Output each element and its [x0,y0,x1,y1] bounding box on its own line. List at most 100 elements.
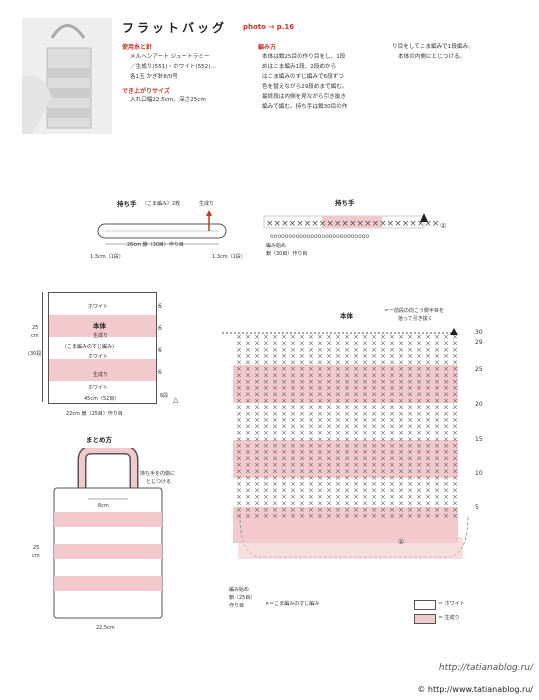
side-triangle: △ [173,396,179,404]
method-heading: 編み方 [258,44,277,51]
stitch-row: ××××××××××××××××××××××××× [236,493,458,501]
stitch-row: ××××××××××××××××××××××××× [236,339,458,347]
assembly-illustration [53,448,163,619]
handle1-diagram [97,210,227,245]
stitch-row: ××××××××××××××××××××××××× [236,429,458,437]
legend-natural: ＝ 生成り [438,615,460,621]
band-stitch-note: (こま編みのすじ編み) [65,344,114,350]
row-label-25: 25 [475,366,483,373]
step-count-1: 6 [158,303,162,310]
chart-start-3: 作り目 [229,603,245,609]
svg-text:ooooooooooooooooooooooooooo: ooooooooooooooooooooooooooo [270,233,369,240]
row-label-30: 30 [475,329,483,336]
step-count-4: 6 [158,369,162,376]
legend-natural-swatch [414,614,436,624]
page-title: フラットバッグ [122,21,228,35]
materials-heading: 使用糸と針 [122,44,153,51]
band-natural-1: 生成り [93,333,109,339]
chart-note-2: 拾って引き抜く [398,316,433,322]
chart-start-2: 鎖（25目） [229,595,256,601]
side-row-label: 6段 [160,393,169,399]
legend-white: ＝ ホワイト [438,601,465,607]
stitch-row: ××××××××××××××××××××××××× [236,474,458,482]
stitch-row: ××××××××××××××××××××××××× [236,403,458,411]
stitch-row: ××××××××××××××××××××××××× [236,359,458,367]
stitch-row: ××××××××××××××××××××××××× [236,352,458,360]
row-label-1: ① [398,538,405,546]
step-count-3: 6 [158,347,162,354]
size-line: 入れ口幅22.5cm、深さ25cm [130,97,206,103]
stitch-row: ××××××××××××××××××××××××× [236,365,458,373]
body-height-unit: cm [31,333,39,339]
band-white-2: ホワイト [88,354,109,360]
stitch-row: ××××××××××××××××××××××××× [236,333,458,341]
band-natural-2: 生成り [93,372,109,378]
stitch-row: ××××××××××××××××××××××××× [236,512,458,520]
bag-photo-illustration [22,18,112,134]
body-rows-label: (30段) [28,351,44,357]
handle2-start-sub: 鎖（30目）作り目 [266,251,308,257]
chart-title: 本体 [340,312,353,320]
stitch-row: ××××××××××××××××××××××××× [236,384,458,392]
stitch-row: ××××××××××××××××××××××××× [236,391,458,399]
svg-text:×××××××××××××××××××××××: ××××××××××××××××××××××× [266,219,439,229]
stitch-row: ××××××××××××××××××××××××× [236,487,458,495]
stitch-row: ××××××××××××××××××××××××× [236,371,458,379]
stitch-row: ××××××××××××××××××××××××× [236,455,458,463]
handle2-chart: ××××××××××××××××××××××× oooooooooooooooo… [263,213,439,240]
stitch-row: ××××××××××××××××××××××××× [236,346,458,354]
stitch-row: ××××××××××××××××××××××××× [236,506,458,514]
stitch-row: ××××××××××××××××××××××××× [236,435,458,443]
method-line-6: 編みで編む。持ち手は鎖30目の作 [262,104,348,110]
stitch-row: ××××××××××××××××××××××××× [236,416,458,424]
stitch-row: ××××××××××××××××××××××××× [236,448,458,456]
assembly-note-1: 持ち手を内側に [140,471,176,477]
step-count-2: 6 [158,325,162,332]
body-stripe-diagram [48,292,157,404]
footer-url-2[interactable]: © http://www.tatianablog.ru/ [417,685,533,694]
band-body: 本体 [93,322,106,330]
chart-band-natural-1 [233,365,458,403]
assembly-note-2: とじつける [146,479,172,485]
method-line-2: めはこま編み1段、2段めから [262,64,337,70]
stitch-row: ××××××××××××××××××××××××× [236,410,458,418]
stitch-row: ××××××××××××××××××××××××× [236,480,458,488]
row-label-5: 5 [475,504,479,511]
assembly-width: 22.5cm [96,625,115,631]
handle1-sub: （こま編み）2枚 [142,201,181,207]
handle1-width-label: 26cm 鎖（30目）作り目 [127,242,184,248]
legend-stitch: ×＝こま編みのすじ編み [265,601,320,607]
stitch-row: ××××××××××××××××××××××××× [236,378,458,386]
photo-ref: photo → p.16 [243,23,295,31]
handle2-start-label: 編み始め [266,243,287,249]
row-label-10: 10 [475,470,483,477]
method-line-8: 本体の内側にとじつける。 [398,54,466,60]
handle1-title: 持ち手 [117,200,137,208]
handle1-left-label: 1.3cm（1段） [90,254,124,260]
handle2-row-num: ① [440,222,447,230]
legend-white-swatch [414,600,436,610]
crochet-chart: ××××××××××××××××××××××××××××××××××××××××… [222,328,469,559]
handle2-title: 持ち手 [335,199,355,207]
handle1-right-label: 1.3cm（1段） [212,254,246,260]
size-heading: でき上がりサイズ [122,88,170,95]
body-base-label: 22cm 鎖（25目）作り目 [66,411,123,417]
assembly-height: 25 [33,545,40,551]
handle1-color: 生成り [199,201,215,207]
chart-start-1: 編み始め [229,587,250,593]
assembly-handle-width: 6cm [98,503,109,509]
chart-band-natural-2 [233,440,458,478]
height-dim-line [42,292,43,402]
method-line-7: り目をしてこま編みで1段編み、 [392,44,474,50]
stitch-row: ××××××××××××××××××××××××× [236,461,458,469]
stitch-row: ××××××××××××××××××××××××× [236,442,458,450]
stitch-row: ××××××××××××××××××××××××× [236,397,458,405]
footer-url[interactable]: http://tatianablog.ru/ [438,663,533,673]
stitch-row: ××××××××××××××××××××××××× [236,499,458,507]
assembly-height-unit: cm [32,553,40,559]
band-white-1: ホワイト [88,304,109,310]
body-height-label: 25 [32,325,39,331]
materials-line-3: 各1玉 かぎ針8/0号 [130,74,178,80]
row-label-29: 29 [475,339,483,346]
method-line-5: 最終段は内側を見ながら引き抜き [262,94,346,100]
